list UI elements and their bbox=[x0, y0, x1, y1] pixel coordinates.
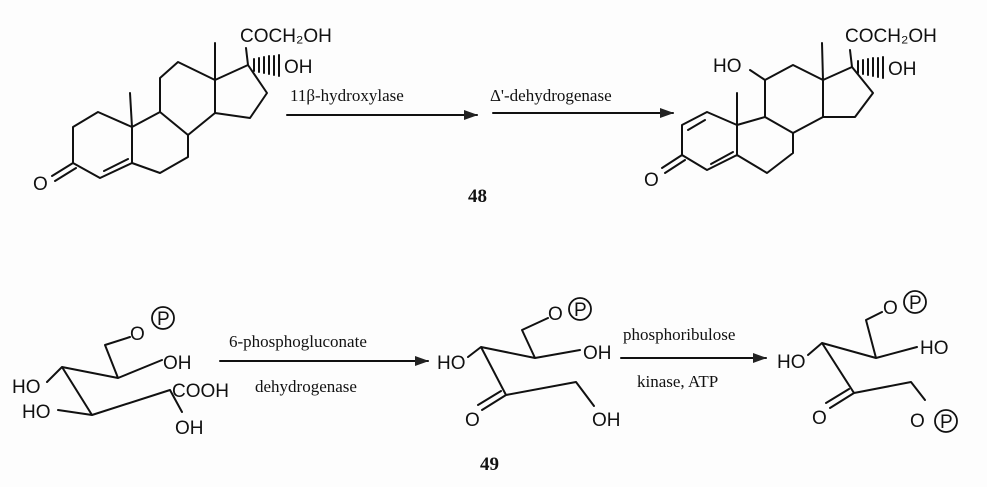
oh-label: OH bbox=[175, 418, 204, 439]
steroid-product: O HO COCH₂OH OH bbox=[644, 26, 937, 191]
ho-label: HO bbox=[777, 352, 806, 373]
phosphate-symbol: P bbox=[909, 293, 922, 314]
phosphate-symbol: P bbox=[574, 300, 587, 321]
phosphate-circle-icon bbox=[568, 297, 592, 321]
ho-label: HO bbox=[12, 377, 41, 398]
enzyme-delta1-dehydrogenase: Δ'-dehydrogenase bbox=[490, 86, 612, 105]
ketone-oxygen: O bbox=[465, 410, 480, 431]
ketone-oxygen: O bbox=[644, 170, 659, 191]
ketone-oxygen: O bbox=[33, 174, 48, 195]
phosphate-symbol: P bbox=[940, 412, 953, 433]
c1-c2-double-bond bbox=[687, 119, 706, 131]
c17-hydroxyl-label: OH bbox=[284, 57, 313, 78]
enzyme-dehydrogenase-label: dehydrogenase bbox=[255, 377, 357, 396]
phosphogluconate-structure: O P OH HO COOH HO OH bbox=[12, 306, 229, 439]
c11-hydroxyl-label: HO bbox=[713, 56, 742, 77]
ho-label: HO bbox=[22, 402, 51, 423]
enzyme-11b-hydroxylase: 11β-hydroxylase bbox=[290, 86, 404, 105]
enzyme-phosphoribulose-label: phosphoribulose bbox=[623, 325, 735, 344]
side-chain-label: COCH₂OH bbox=[240, 26, 332, 47]
oh-label: OH bbox=[163, 353, 192, 374]
c17-hydroxyl-label: OH bbox=[888, 59, 917, 80]
product-bonds bbox=[807, 311, 926, 409]
ribulose-5-phosphate-structure: O P OH HO O OH bbox=[437, 297, 621, 431]
steroid-bonds bbox=[51, 42, 268, 182]
substrate-bonds bbox=[46, 336, 183, 416]
c4-c5-double-bond bbox=[710, 151, 734, 165]
cooh-label: COOH bbox=[172, 381, 229, 402]
ketone-oxygen: O bbox=[812, 408, 827, 429]
product-steroid-bonds bbox=[661, 42, 874, 174]
phosphate-circle-icon bbox=[934, 409, 958, 433]
intermediate-bonds bbox=[467, 317, 595, 411]
phosphate-ester-oxygen: O bbox=[883, 298, 898, 319]
phosphate-ester-oxygen: O bbox=[548, 304, 563, 325]
phosphate-ester-oxygen: O bbox=[130, 324, 145, 345]
oh-label: OH bbox=[583, 343, 612, 364]
hashed-wedge-bond bbox=[253, 54, 280, 77]
phosphate-symbol: P bbox=[157, 309, 170, 330]
compound-number-48: 48 bbox=[468, 186, 487, 207]
c4-c5-double-bond bbox=[103, 158, 129, 172]
ho-label: HO bbox=[920, 338, 949, 359]
phosphate-circle-icon bbox=[151, 306, 175, 330]
phosphate-ester-oxygen: O bbox=[910, 411, 925, 432]
ribulose-bisphosphate-structure: O P HO HO O O P bbox=[777, 290, 958, 433]
steroid-substrate: O COCH₂OH OH bbox=[33, 26, 332, 195]
side-chain-label: COCH₂OH bbox=[845, 26, 937, 47]
ho-label: HO bbox=[437, 353, 466, 374]
phosphate-circle-icon bbox=[903, 290, 927, 314]
oh-label: OH bbox=[592, 410, 621, 431]
compound-number-49: 49 bbox=[480, 454, 499, 475]
enzyme-6-phosphogluconate-label: 6-phosphogluconate bbox=[229, 332, 367, 351]
hashed-wedge-bond bbox=[857, 56, 884, 79]
enzyme-kinase-atp-label: kinase, ATP bbox=[637, 372, 718, 391]
